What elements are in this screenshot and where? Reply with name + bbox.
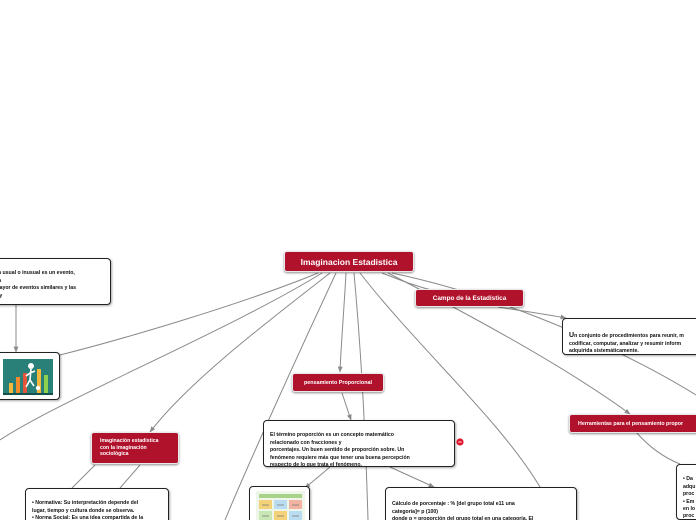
- note-porcentaje[interactable]: Cálculo de porcentaje : % [del grupo tot…: [385, 487, 577, 520]
- note-normativa[interactable]: • Normativa: Su interpretación depende d…: [25, 488, 169, 520]
- topic-campo[interactable]: Campo de la Estadística: [415, 289, 524, 307]
- central-topic-label: Imaginacion Estadistica: [301, 257, 398, 267]
- topic-imaginacion-sociologica-label: Imaginación estadística con la imaginaci…: [100, 438, 159, 458]
- image-card-evento[interactable]: [0, 352, 60, 400]
- link-to-bottom-center: [354, 273, 368, 520]
- topic-proporcional-label: pensamiento Proporcional: [304, 380, 372, 386]
- link-soc-to-bottom: [120, 465, 140, 488]
- link-note-to-porcentaje: [390, 467, 434, 487]
- topic-herramientas-label: Herramientas para el pensamiento propor: [578, 421, 683, 427]
- link-herr-to-detalle: [636, 432, 680, 464]
- image-card-proporcional[interactable]: [249, 486, 310, 520]
- link-to-bottom-left: [225, 273, 336, 520]
- sports-chart-illustration: [0, 353, 60, 400]
- link-campo-def: [498, 307, 566, 318]
- link-note-to-image: [305, 467, 330, 488]
- note-herramientas-detalle[interactable]: • Da adqu proc • Em en lo proc: [676, 464, 696, 520]
- note-herramientas-detalle-text: • Da adqu proc • Em en lo proc: [683, 476, 695, 519]
- note-campo-definicion-text: n conjunto de procedimientos para reunir…: [569, 333, 684, 354]
- note-proporcion[interactable]: El término proporción es un concepto mat…: [263, 420, 455, 467]
- note-normativa-text: • Normativa: Su interpretación depende d…: [32, 500, 143, 520]
- link-proporcional-to-note: [342, 393, 351, 420]
- note-campo-definicion[interactable]: Un conjunto de procedimientos para reuni…: [562, 318, 696, 355]
- topic-campo-label: Campo de la Estadística: [433, 295, 507, 302]
- note-evento[interactable]: an usual o inusual es un evento, en mayo…: [0, 258, 111, 305]
- link-to-imaginacion-sociologica: [150, 273, 330, 432]
- topic-imaginacion-sociologica[interactable]: Imaginación estadística con la imaginaci…: [91, 432, 179, 464]
- note-evento-text: an usual o inusual es un evento, en mayo…: [0, 270, 76, 305]
- topic-herramientas[interactable]: Herramientas para el pensamiento propor: [569, 414, 696, 433]
- note-proporcion-text: El término proporción es un concepto mat…: [270, 432, 410, 467]
- note-porcentaje-text: Cálculo de porcentaje : % [del grupo tot…: [392, 501, 533, 520]
- link-to-proporcional: [340, 273, 346, 372]
- link-soc-to-normativa: [72, 465, 95, 488]
- worksheet-illustration: [250, 487, 310, 520]
- central-topic[interactable]: Imaginacion Estadistica: [284, 251, 414, 272]
- topic-proporcional[interactable]: pensamiento Proporcional: [292, 373, 384, 392]
